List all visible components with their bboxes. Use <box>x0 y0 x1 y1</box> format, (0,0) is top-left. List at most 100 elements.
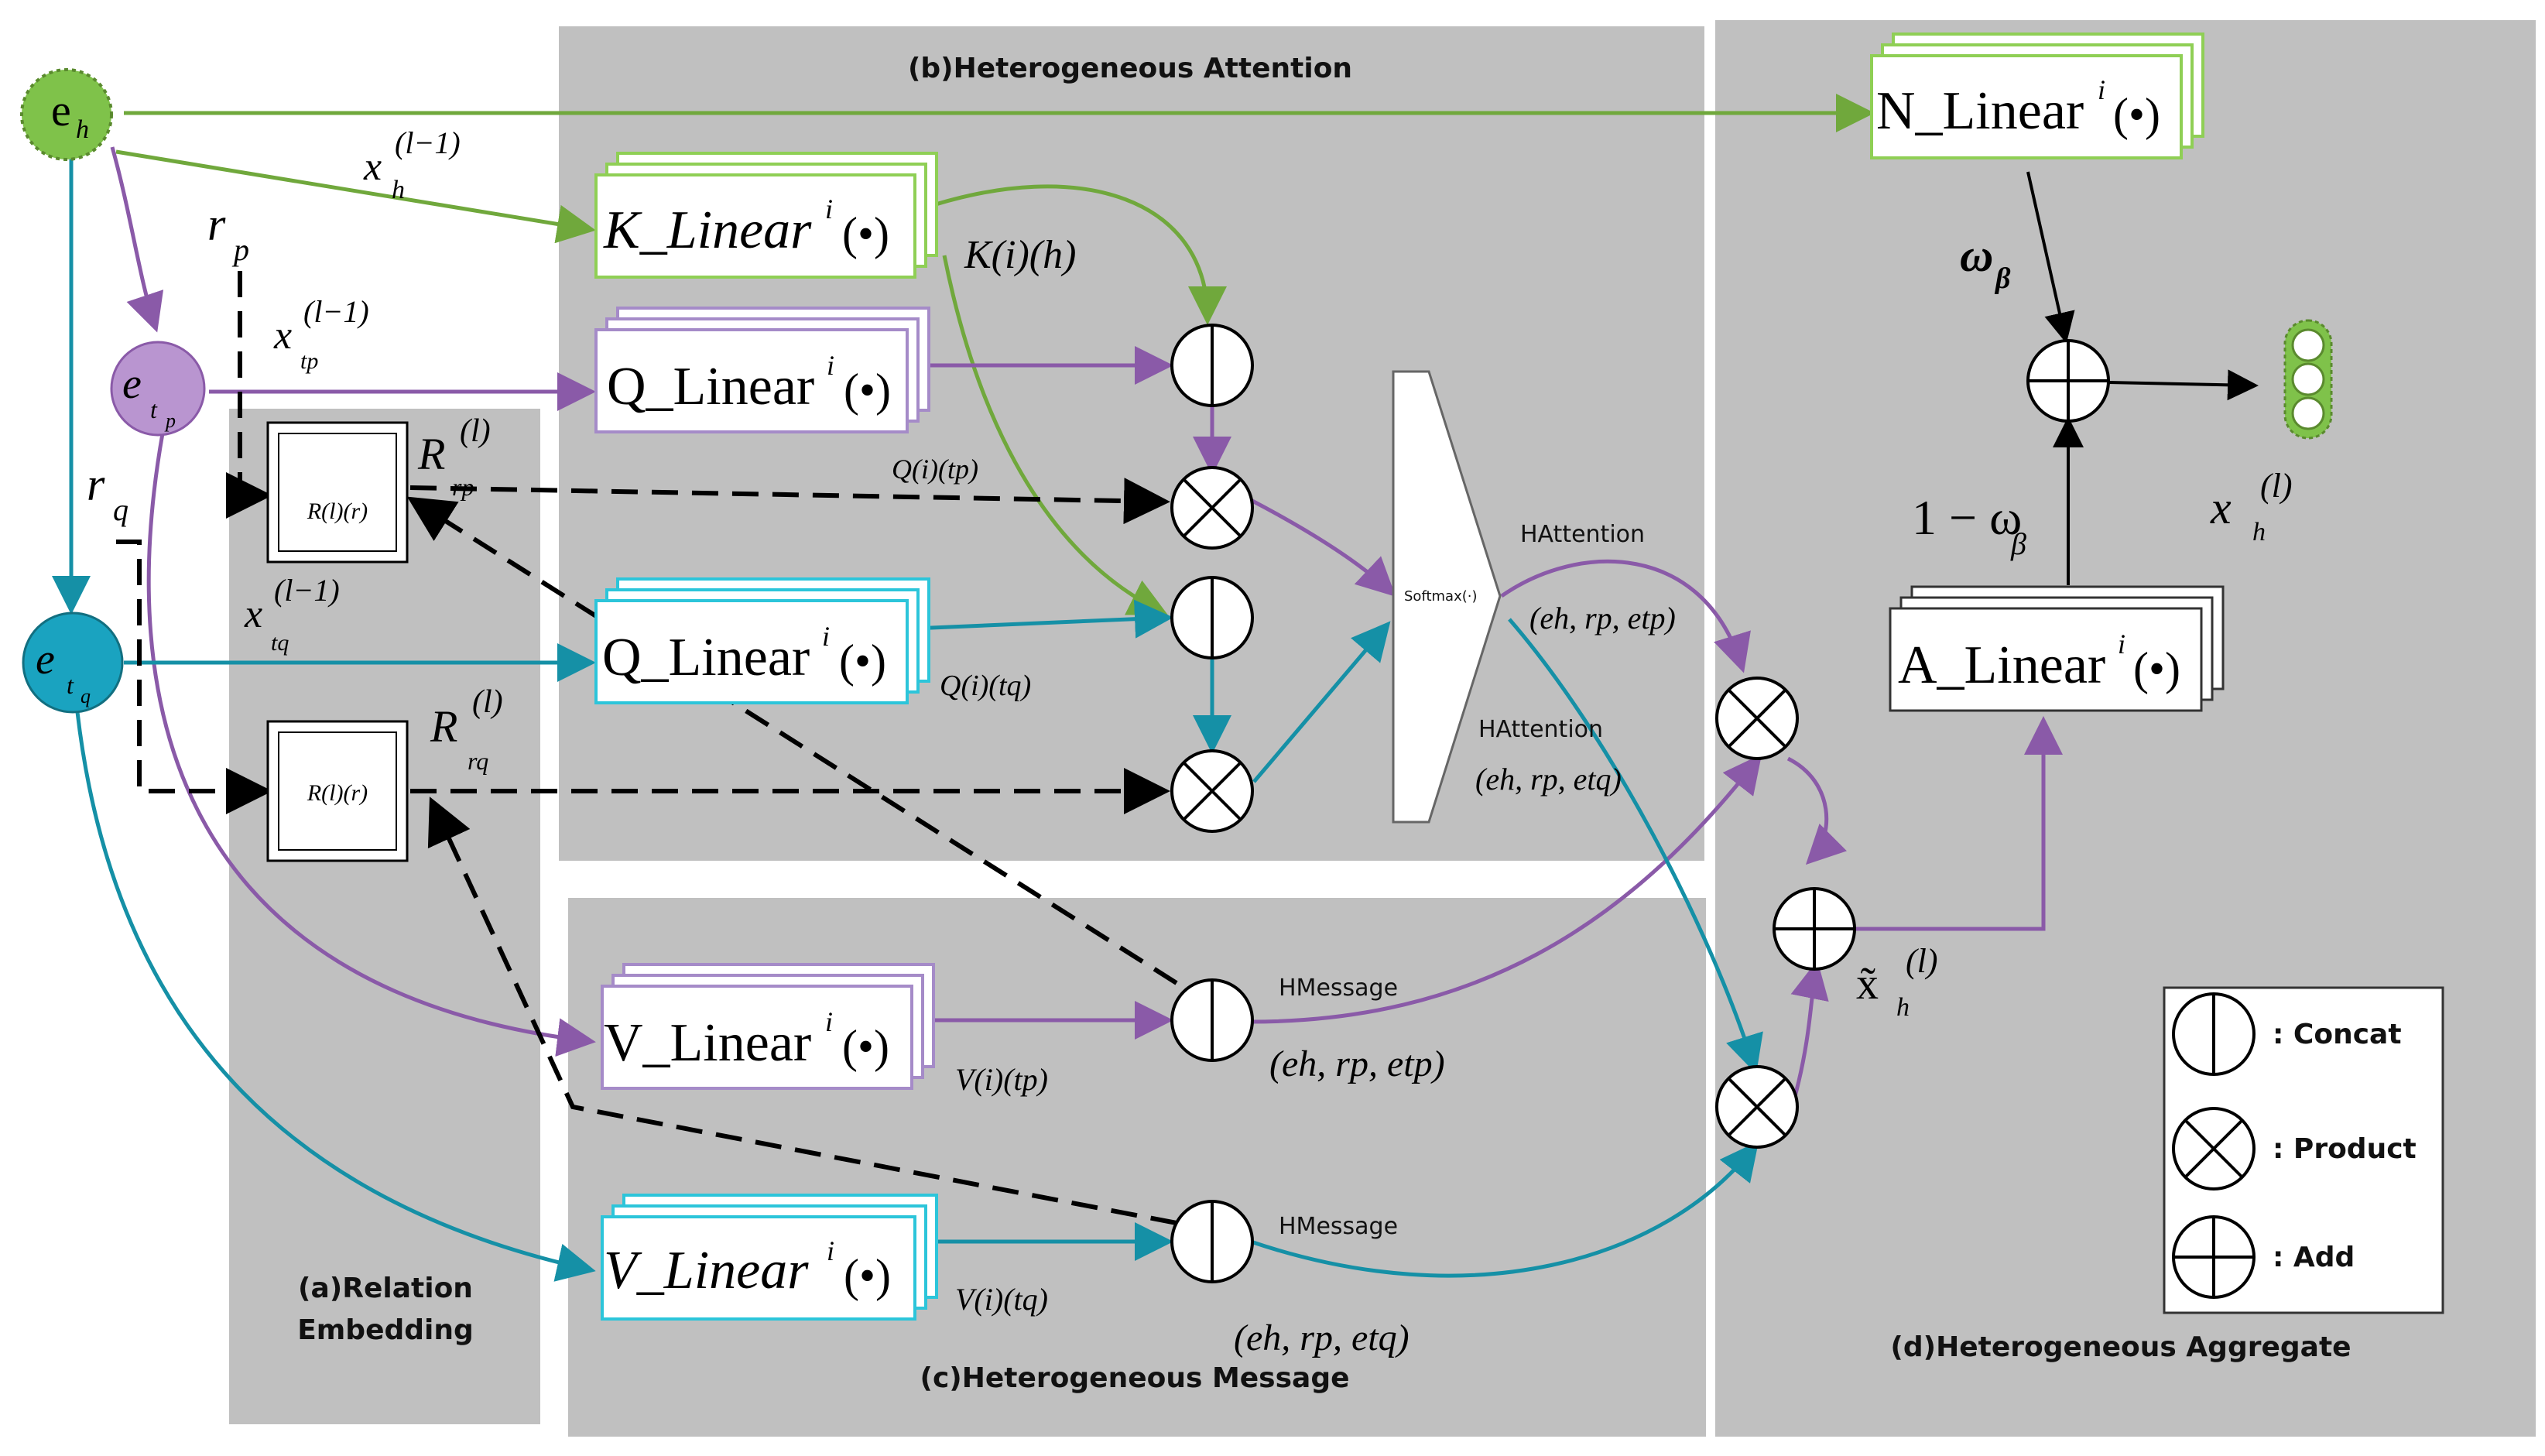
label-hmessage-1: HMessage <box>1279 975 1398 1002</box>
label-Rrq-main: R <box>430 701 457 752</box>
add-out-to-output <box>2108 369 2259 401</box>
n-linear-arg: (•) <box>2113 89 2160 140</box>
label-one-minus-omega-sub: β <box>2010 526 2026 561</box>
label-omega-sub: β <box>1994 262 2011 295</box>
relation-box-rp-label: R(l)(r) <box>307 498 368 524</box>
label-Rrq-sub: rq <box>468 747 488 775</box>
a-linear-name: A_Linear <box>1898 636 2105 695</box>
node-etp: e t p <box>110 341 206 437</box>
label-one-minus-omega: 1 − ω β <box>1912 490 2026 561</box>
eh-to-etp-arrow <box>110 146 164 333</box>
hattention2-to-product4 <box>1508 618 1763 1074</box>
concat-op-3 <box>1170 978 1254 1062</box>
relation-box-rq: R(l)(r) <box>266 720 409 862</box>
k-linear-name: K_Linear <box>603 200 812 260</box>
label-xtq-sup: (l−1) <box>274 573 340 608</box>
panel-c-title: (c)Heterogeneous Message <box>920 1362 1349 1394</box>
softmax-label: Softmax(·) <box>1404 588 1478 605</box>
k-to-concat2-arrow <box>942 255 1168 615</box>
v-linear-p-arg: (•) <box>842 1021 889 1072</box>
panel-a-title-line2: Embedding <box>297 1314 474 1346</box>
legend-concat-label: : Concat <box>2273 1019 2402 1050</box>
q-linear-p-sup: i <box>827 350 834 381</box>
label-xh: x (l−1) h <box>363 125 461 204</box>
label-xout-sub: h <box>2252 518 2266 546</box>
label-xtq-sub: tq <box>271 630 289 656</box>
concat-op-2 <box>1170 576 1254 659</box>
node-etp-sub: t <box>150 396 158 423</box>
qlinear-q-to-concat2 <box>913 599 1173 639</box>
k-linear-sup: i <box>825 194 833 224</box>
n-linear-sup: i <box>2098 74 2105 105</box>
label-msg-triple-q: (eh, rp, etq) <box>1234 1317 1410 1358</box>
label-Vtq: V(i)(tq) <box>955 1282 1048 1317</box>
legend-add-label: : Add <box>2273 1242 2355 1273</box>
q-linear-p-box: Q_Linear i (•) <box>594 307 930 433</box>
label-xtq: x (l−1) tq <box>244 573 340 656</box>
label-xtp-sub: tp <box>300 348 318 374</box>
k-linear-arg: (•) <box>842 208 889 259</box>
v-linear-p-name: V_Linear <box>604 1013 811 1073</box>
q-linear-p-arg: (•) <box>844 365 891 416</box>
label-xtp: x (l−1) tp <box>273 294 369 374</box>
node-eh-label: e <box>51 85 71 135</box>
label-xtilde: x̃ (l) h <box>1856 942 1938 1022</box>
hmessage2-to-product4 <box>1250 1141 1759 1278</box>
q-linear-q-sup: i <box>822 621 830 652</box>
product4-to-add <box>1790 960 1829 1100</box>
label-xtilde-main: x̃ <box>1856 958 1879 1009</box>
legend-product-label: : Product <box>2273 1133 2417 1165</box>
softmax-block: Softmax(·) <box>1392 370 1502 824</box>
label-Qtq: Q(i)(tq) <box>940 670 1031 702</box>
relation-box-rp: R(l)(r) <box>266 421 409 564</box>
rp-dashed-to-relation-box <box>226 271 272 519</box>
label-rq-sub: q <box>113 492 128 527</box>
label-rq-main: r <box>87 459 105 510</box>
label-rq: r q <box>87 459 128 527</box>
concat-op-1 <box>1170 324 1254 407</box>
node-etq: e t q <box>22 612 124 714</box>
panel-b-title: (b)Heterogeneous Attention <box>908 53 1352 84</box>
label-xh-sup: (l−1) <box>395 125 461 160</box>
product-op-3 <box>1715 677 1799 760</box>
label-msg-triple-p: (eh, rp, etp) <box>1269 1043 1445 1084</box>
label-xtilde-sup: (l) <box>1906 942 1938 980</box>
node-eh: e h <box>20 68 113 161</box>
product-op-2 <box>1170 749 1254 833</box>
n-linear-box: N_Linear i (•) <box>1870 33 2204 159</box>
product-op-4 <box>1715 1065 1799 1149</box>
output-vector-icon <box>2283 319 2333 440</box>
etq-to-vlinear-arrow <box>75 711 596 1282</box>
v-linear-q-arg: (•) <box>844 1250 891 1301</box>
label-rp-sub: p <box>231 232 249 267</box>
label-Kh: K(i)(h) <box>964 233 1076 277</box>
v-linear-p-box: V_Linear i (•) <box>601 963 935 1090</box>
label-Rrq-sup: (l) <box>472 684 503 720</box>
etp-to-vlinear-arrow <box>146 433 596 1057</box>
node-etq-sub: t <box>67 671 74 699</box>
label-rp-main: r <box>207 199 226 250</box>
product3-to-add <box>1786 756 1847 865</box>
label-xout-sup: (l) <box>2260 467 2293 505</box>
hmessage1-to-product3 <box>1250 754 1762 1024</box>
concat-op-4 <box>1170 1200 1254 1283</box>
label-Rrp-sub: rp <box>452 473 474 501</box>
a-linear-arg: (•) <box>2133 643 2180 694</box>
label-Rrp-main: R <box>417 429 445 479</box>
add-op-message <box>1773 887 1856 971</box>
q-linear-q-box: Q_Linear i (•) <box>594 577 930 704</box>
rq-dashed-to-relation-box <box>116 540 272 814</box>
legend: : Concat : Product : Add <box>2163 986 2444 1314</box>
panel-d-title: (d)Heterogeneous Aggregate <box>1890 1331 2351 1363</box>
label-Rrp: R (l) rp <box>417 413 491 501</box>
add-to-alinear <box>1855 716 2063 931</box>
label-omega-main: ω <box>1960 230 1993 281</box>
legend-add-icon <box>2172 1215 2256 1299</box>
product1-to-softmax <box>1249 498 1396 597</box>
label-omega: ω β <box>1960 230 2011 295</box>
label-xh-main: x <box>363 145 382 189</box>
product2-to-softmax <box>1252 621 1391 783</box>
node-etq-label: e <box>36 636 55 683</box>
label-xtp-sup: (l−1) <box>303 294 369 329</box>
